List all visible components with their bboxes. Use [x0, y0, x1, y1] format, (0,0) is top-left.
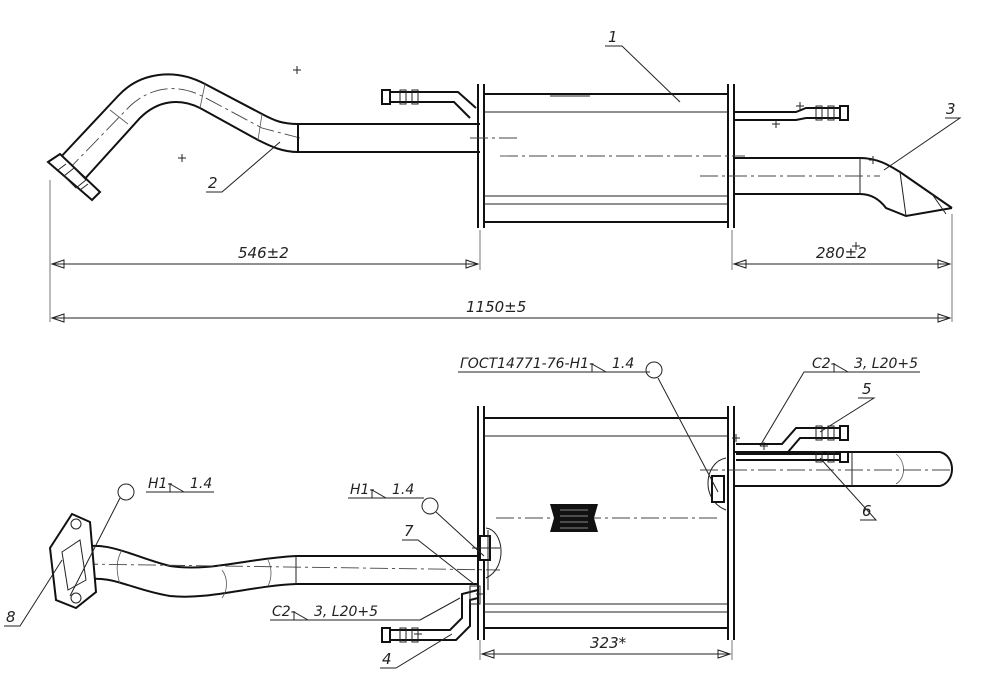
callout-6: 6 [862, 502, 872, 520]
outlet-pipe-top [700, 157, 953, 218]
weld-note-h1-mid-leg: 1.4 [392, 482, 414, 498]
callout-2: 2 [208, 174, 218, 192]
weld-note-c2-top: С2- [812, 356, 836, 372]
callout-5: 5 [862, 380, 872, 398]
weld-note-c2-bottom: С2- [272, 604, 296, 620]
outlet-pipe-side [700, 451, 953, 511]
dimension-280: 280±2 [816, 244, 867, 262]
weld-note-c2-bottom-leg: 3, L20+5 [314, 604, 378, 620]
hanger-rod-top-left [381, 89, 477, 119]
muffler-body-top [470, 84, 745, 228]
hanger-rod-side-right [736, 425, 849, 463]
bottom-view: 323* ГОСТ14771-76-Н1- 1.4 Н1- 1.4 Н1- 1.… [4, 356, 953, 669]
hanger-rod-top-right [734, 105, 849, 121]
top-view: 546±2 280±2 1150±5 1 2 3 [46, 28, 962, 323]
inlet-pipe-side [48, 512, 501, 610]
weld-note-h1-left-leg: 1.4 [190, 476, 212, 492]
dimension-323: 323* [590, 634, 627, 652]
weld-note-gost: ГОСТ14771-76-Н1- [460, 356, 594, 372]
weld-note-h1-left: Н1- [148, 476, 173, 492]
weld-note-c2-top-leg: 3, L20+5 [854, 356, 918, 372]
callout-8: 8 [6, 608, 16, 626]
callout-4: 4 [382, 650, 392, 668]
callout-1: 1 [608, 28, 618, 46]
center-marks-side [414, 434, 768, 638]
weld-callouts [4, 361, 920, 669]
callout-3: 3 [946, 100, 956, 118]
dimension-line-323 [479, 640, 733, 660]
leaders-top [206, 45, 962, 193]
dimension-1150: 1150±5 [466, 298, 526, 316]
inlet-pipe-top [46, 73, 480, 202]
callout-7: 7 [404, 522, 414, 540]
muffler-body-side [472, 406, 735, 640]
center-marks-top [178, 66, 877, 250]
weld-note-gost-leg: 1.4 [612, 356, 634, 372]
dimension-lines-top [49, 180, 953, 323]
weld-note-h1-mid: Н1- [350, 482, 375, 498]
dimension-546: 546±2 [238, 244, 289, 262]
